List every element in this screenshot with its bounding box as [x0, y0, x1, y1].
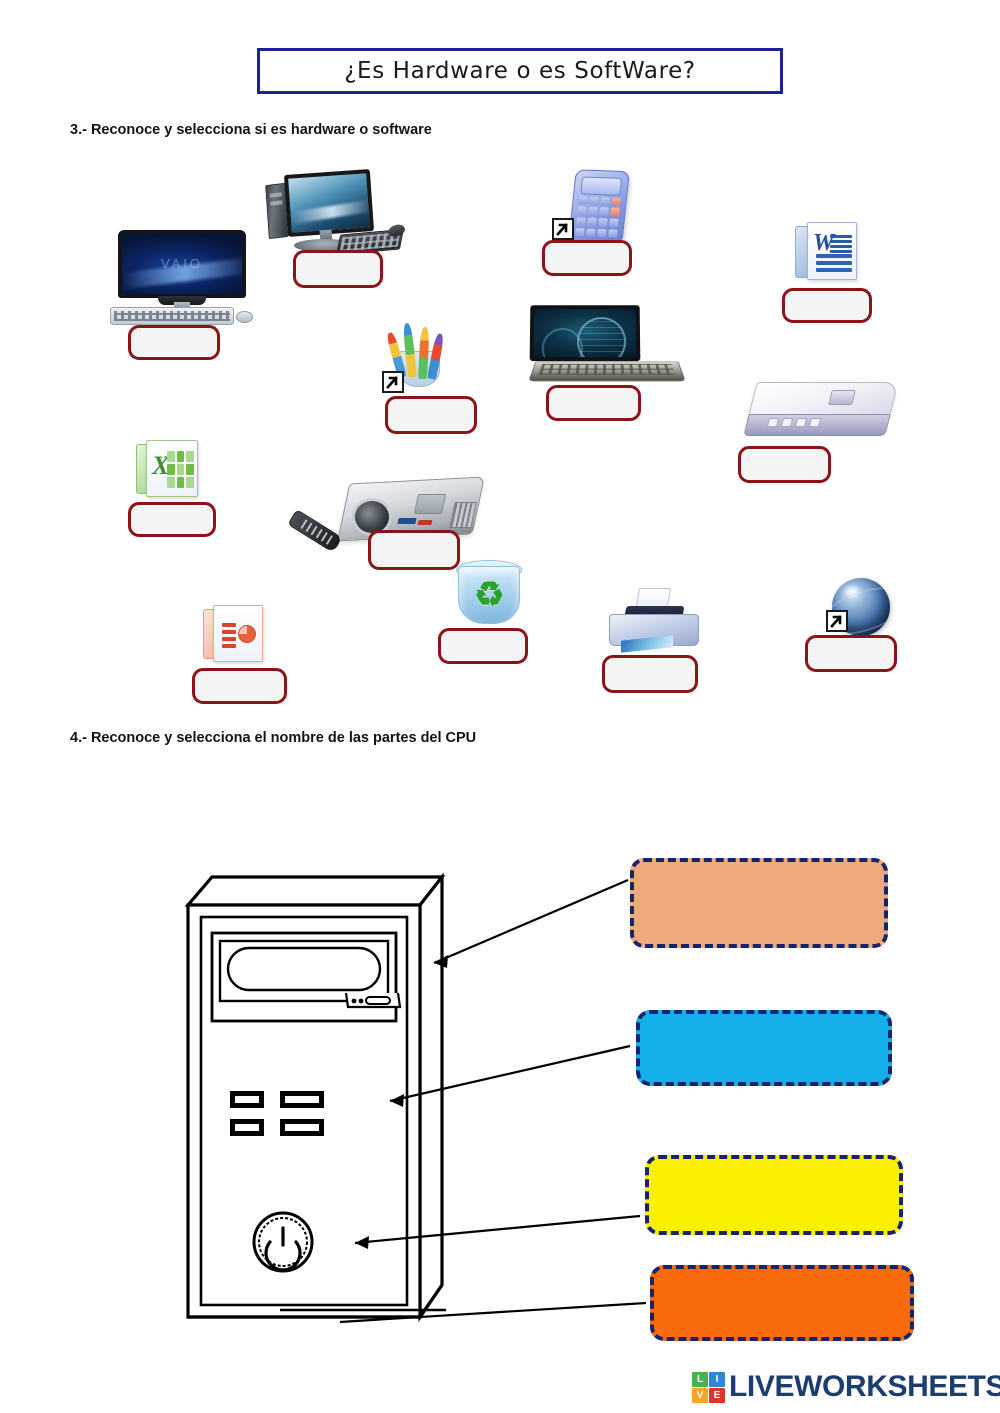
instruction-exercise-4: 4.- Reconoce y selecciona el nombre de l… [70, 730, 477, 746]
logo-tile-v: V [692, 1387, 708, 1403]
answer-blank-projector[interactable] [368, 530, 460, 570]
cpu-option-box-4[interactable] [650, 1265, 914, 1341]
monitor-part [283, 169, 375, 237]
shortcut-arrow-icon [552, 218, 574, 240]
answer-blank-powerpoint[interactable] [192, 668, 287, 704]
cpu-option-box-3[interactable] [645, 1155, 903, 1235]
answer-blank-internet[interactable] [805, 635, 897, 672]
shortcut-arrow-icon [382, 371, 404, 393]
answer-blank-excel[interactable] [128, 502, 216, 537]
answer-blank-scanner[interactable] [738, 446, 831, 483]
logo-tile-i: I [709, 1371, 725, 1387]
aio-brand-text: VAIO [160, 255, 204, 271]
projector-image [287, 476, 485, 553]
microsoft-excel-icon: X [136, 440, 198, 500]
flatbed-scanner-image [740, 382, 899, 448]
keyboard-part [110, 307, 234, 325]
answer-blank-laptop[interactable] [546, 385, 641, 421]
worksheet-title-box: ¿Es Hardware o es SoftWare? [257, 48, 783, 94]
recycle-bin-icon: ♻ [452, 558, 524, 630]
answer-blank-calculator[interactable] [542, 240, 632, 276]
answer-blank-paint[interactable] [385, 396, 477, 434]
cpu-option-box-2[interactable] [636, 1010, 892, 1086]
answer-blank-word[interactable] [782, 288, 872, 323]
answer-blank-desktop[interactable] [293, 250, 383, 288]
page-title: ¿Es Hardware o es SoftWare? [344, 58, 696, 84]
microsoft-powerpoint-icon [203, 605, 263, 665]
all-in-one-computer-image: VAIO [110, 230, 255, 325]
printer-image [605, 588, 705, 658]
paint-brushes-icon [382, 315, 462, 395]
answer-blank-all-in-one[interactable] [128, 325, 220, 360]
answer-blank-recycle-bin[interactable] [438, 628, 528, 664]
calculator-icon [552, 168, 636, 246]
internet-globe-icon [818, 578, 890, 650]
shortcut-arrow-icon [826, 610, 848, 632]
logo-tile-e: E [709, 1387, 725, 1403]
mouse-part [236, 311, 253, 323]
word-letter: W [813, 230, 835, 256]
projector-lens-part [352, 498, 392, 536]
microsoft-word-icon: W [795, 222, 857, 284]
cpu-option-box-1[interactable] [630, 858, 888, 948]
instruction-exercise-3: 3.- Reconoce y selecciona si es hardware… [70, 122, 432, 138]
projector-remote-control [287, 509, 343, 553]
recycle-arrows-symbol: ♻ [474, 576, 505, 614]
cpu-tower-diagram [170, 855, 500, 1340]
desktop-computer-image [262, 168, 407, 258]
laptop-computer-image [528, 305, 686, 385]
mouse-part [386, 222, 407, 239]
laptop-keyboard-part [528, 361, 686, 382]
logo-tiles: L I V E [692, 1371, 725, 1403]
logo-wordmark: LIVEWORKSHEETS [729, 1370, 1000, 1403]
logo-tile-l: L [692, 1371, 708, 1387]
liveworksheets-logo: L I V E LIVEWORKSHEETS [692, 1370, 1000, 1404]
excel-letter: X [152, 451, 170, 480]
answer-blank-printer[interactable] [602, 655, 698, 693]
